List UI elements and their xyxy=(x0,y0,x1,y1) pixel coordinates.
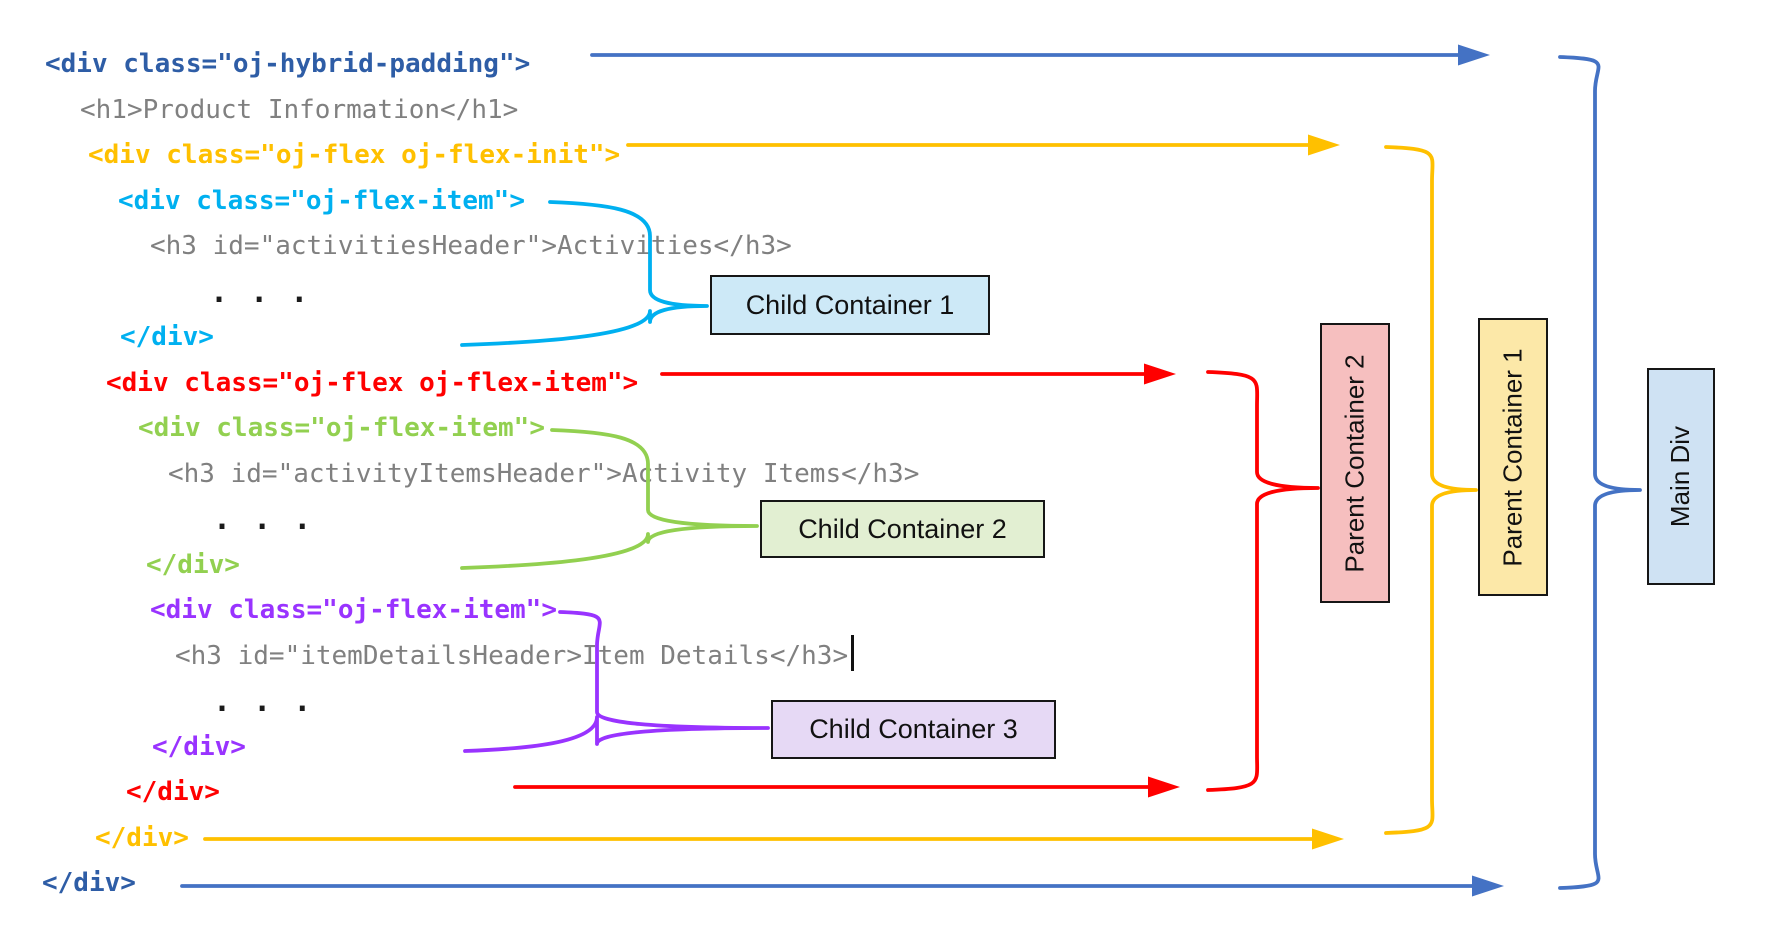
code-line-6: . . . xyxy=(210,274,311,310)
parent-container-2-box: Parent Container 2 xyxy=(1320,323,1390,603)
parent-container-1-box-label: Parent Container 1 xyxy=(1497,347,1528,567)
code-line-15: . . . xyxy=(213,684,314,720)
child-container-3-box-label: Child Container 3 xyxy=(809,714,1018,744)
main-div-box-label: Main Div xyxy=(1665,425,1696,528)
code-line-12: </div> xyxy=(146,549,240,580)
code-line-8: <div class="oj-flex oj-flex-item"> xyxy=(106,367,639,398)
code-line-2: <h1>Product Information</h1> xyxy=(80,94,519,125)
child-container-1-box: Child Container 1 xyxy=(710,275,990,335)
child-container-1-box-label: Child Container 1 xyxy=(745,289,955,320)
code-line-16: </div> xyxy=(152,731,246,762)
code-line-1: <div class="oj-hybrid-padding"> xyxy=(45,49,531,80)
child-container-2-box: Child Container 2 xyxy=(760,500,1045,558)
code-line-18: </div> xyxy=(95,822,189,853)
main-div-box: Main Div xyxy=(1647,368,1715,585)
code-line-11: . . . xyxy=(213,502,314,538)
code-line-3: <div class="oj-flex oj-flex-init"> xyxy=(88,140,621,171)
child-container-3-box: Child Container 3 xyxy=(771,700,1056,759)
child-container-2-box-label: Child Container 2 xyxy=(798,513,1007,544)
parent-container-2-box-label: Parent Container 2 xyxy=(1339,353,1370,573)
parent-container-1-box: Parent Container 1 xyxy=(1478,318,1548,596)
code-line-17: </div> xyxy=(126,777,220,808)
code-line-7: </div> xyxy=(120,322,214,353)
code-line-19: </div> xyxy=(42,868,136,899)
text-cursor xyxy=(851,635,855,672)
